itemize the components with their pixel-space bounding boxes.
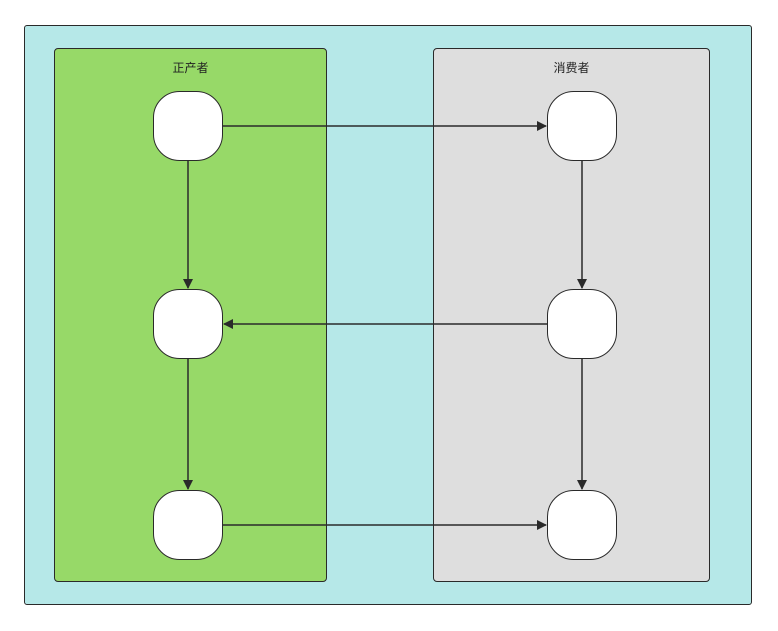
- node-c3: [547, 490, 617, 560]
- node-p2: [153, 289, 223, 359]
- node-p1: [153, 91, 223, 161]
- node-p3: [153, 490, 223, 560]
- consumer-lane-title: 消费者: [553, 61, 590, 75]
- producer-lane-title: 正产者: [172, 61, 209, 75]
- node-c1: [547, 91, 617, 161]
- node-c2: [547, 289, 617, 359]
